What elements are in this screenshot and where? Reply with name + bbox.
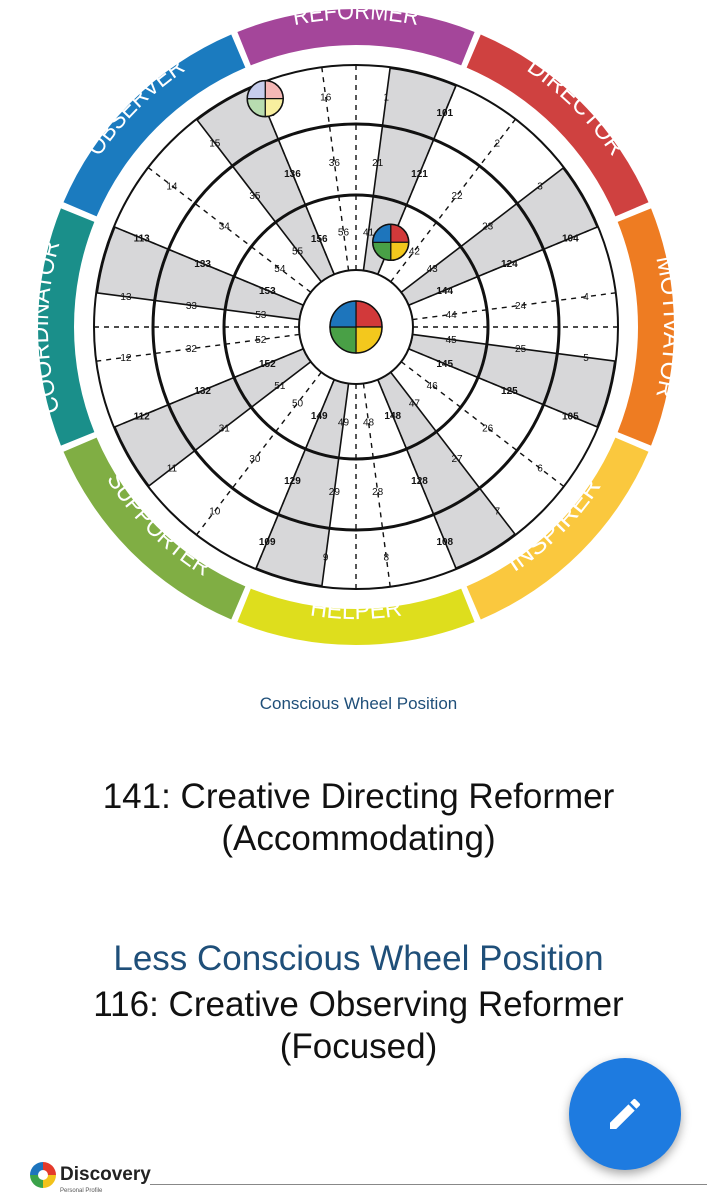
position-number: 29 — [329, 487, 341, 498]
position-number: 22 — [451, 191, 463, 202]
position-number: 30 — [249, 454, 261, 465]
position-number: 47 — [409, 399, 421, 410]
ring-band-supporter — [63, 437, 246, 620]
position-number: 144 — [436, 286, 453, 297]
position-number: 148 — [384, 411, 401, 422]
center-hub — [329, 300, 383, 354]
ring-band-inspirer — [466, 437, 649, 620]
position-number: 2 — [494, 138, 500, 149]
position-number: 42 — [409, 246, 421, 257]
position-number: 49 — [338, 418, 350, 429]
position-number: 46 — [427, 381, 439, 392]
position-number: 31 — [219, 424, 231, 435]
position-number: 121 — [411, 169, 428, 180]
position-number: 8 — [384, 553, 390, 564]
wheel-caption: Conscious Wheel Position — [259, 694, 458, 713]
ring-band-helper — [237, 588, 475, 645]
conscious-position-text: 141: Creative Directing Reformer (Accomm… — [0, 776, 717, 860]
footer-rule — [150, 1184, 707, 1185]
ring-label-helper: HELPER — [309, 594, 403, 625]
position-numbers: 1101231044510567108891091011112121311314… — [120, 92, 589, 563]
position-number: 26 — [482, 424, 494, 435]
less-conscious-position-label: 116: Creative Observing Reformer (Focuse… — [93, 985, 624, 1066]
conscious-marker — [371, 223, 410, 262]
position-number: 124 — [501, 259, 518, 270]
position-number: 3 — [537, 181, 543, 192]
position-number: 25 — [515, 344, 527, 355]
ring-band-coordinator — [37, 208, 95, 446]
position-number: 51 — [274, 381, 286, 392]
position-number: 48 — [363, 418, 375, 429]
edit-fab-button[interactable] — [569, 1058, 681, 1170]
position-number: 5 — [583, 353, 589, 364]
position-number: 56 — [338, 227, 350, 238]
position-number: 55 — [292, 246, 304, 257]
position-number: 27 — [451, 454, 463, 465]
position-number: 34 — [219, 221, 231, 232]
position-markers — [246, 79, 410, 354]
less-conscious-marker — [246, 79, 284, 118]
position-number: 156 — [311, 234, 328, 245]
position-number: 32 — [186, 344, 198, 355]
position-number: 1 — [384, 92, 390, 103]
position-number: 125 — [501, 386, 518, 397]
ring-band-observer — [63, 34, 246, 217]
position-number: 9 — [323, 553, 329, 564]
position-number: 105 — [562, 411, 579, 422]
position-number: 136 — [284, 169, 301, 180]
position-number: 11 — [167, 464, 178, 475]
conscious-position-label: 141: Creative Directing Reformer (Accomm… — [102, 777, 615, 858]
position-number: 21 — [372, 158, 384, 169]
position-number: 24 — [515, 301, 527, 312]
position-number: 133 — [194, 259, 211, 270]
position-number: 12 — [120, 353, 132, 364]
position-number: 108 — [436, 537, 453, 548]
position-number: 36 — [329, 158, 341, 169]
position-number: 33 — [186, 301, 198, 312]
ring-band-motivator — [617, 208, 674, 446]
position-number: 35 — [249, 191, 261, 202]
position-number: 45 — [446, 335, 458, 346]
logo-text: Discovery — [60, 1164, 151, 1185]
position-number: 153 — [259, 286, 276, 297]
position-number: 28 — [372, 487, 384, 498]
position-number: 53 — [255, 310, 267, 321]
position-number: 145 — [436, 359, 453, 370]
footer: Discovery Personal Profile — [0, 1158, 717, 1200]
position-number: 101 — [436, 108, 453, 119]
position-number: 7 — [494, 507, 500, 518]
position-number: 109 — [259, 537, 276, 548]
less-conscious-position-text: 116: Creative Observing Reformer (Focuse… — [0, 984, 717, 1068]
position-number: 50 — [292, 399, 304, 410]
position-number: 104 — [562, 234, 579, 245]
position-number: 44 — [446, 310, 458, 321]
position-number: 52 — [255, 335, 267, 346]
position-number: 129 — [284, 476, 301, 487]
position-number: 15 — [209, 138, 221, 149]
position-number: 41 — [363, 227, 375, 238]
position-number: 113 — [134, 234, 151, 245]
position-number: 54 — [274, 264, 286, 275]
colour-ring — [37, 8, 674, 645]
position-number: 4 — [583, 292, 589, 303]
insights-discovery-wheel: REFORMERDIRECTORMOTIVATORINSPIRERHELPERS… — [37, 8, 674, 645]
ring-band-reformer — [237, 8, 475, 66]
less-conscious-title: Less Conscious Wheel Position — [113, 939, 604, 978]
discovery-logo-icon — [30, 1162, 56, 1188]
position-number: 128 — [411, 476, 428, 487]
position-number: 13 — [120, 292, 132, 303]
position-number: 152 — [259, 359, 276, 370]
position-number: 10 — [209, 507, 221, 518]
position-number: 132 — [194, 386, 211, 397]
ring-band-director — [466, 34, 649, 217]
pencil-icon — [610, 1098, 641, 1129]
position-number: 6 — [537, 464, 543, 475]
position-number: 149 — [311, 411, 328, 422]
logo-subtext: Personal Profile — [60, 1188, 103, 1194]
position-number: 112 — [134, 411, 151, 422]
position-number: 23 — [482, 221, 494, 232]
position-number: 16 — [320, 92, 332, 103]
position-number: 14 — [166, 181, 178, 192]
position-number: 43 — [427, 264, 439, 275]
